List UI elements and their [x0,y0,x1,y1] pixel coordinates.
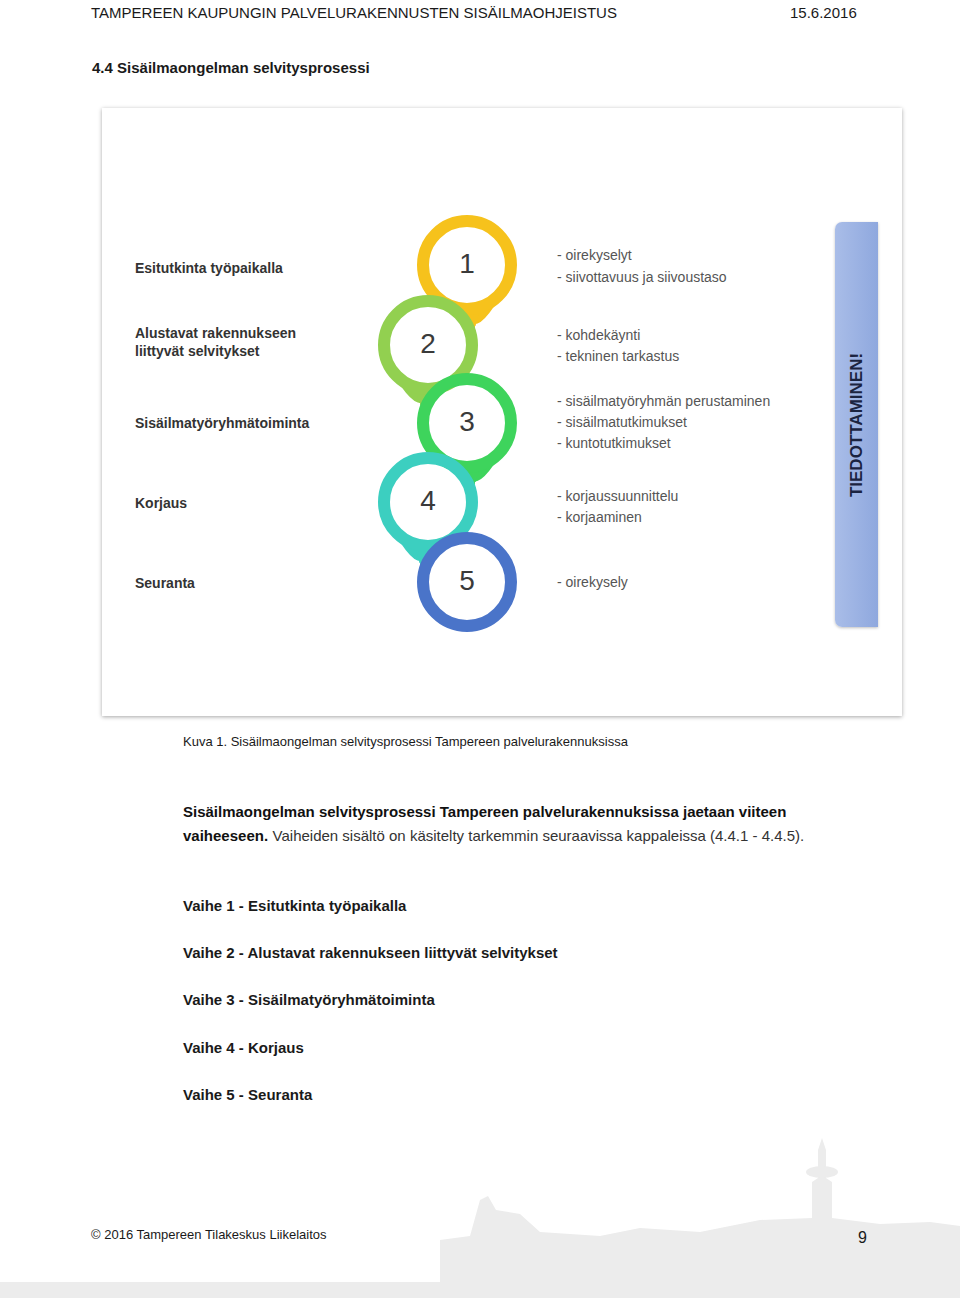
phase-task: - kohdekäynti [557,326,640,344]
phase-line: Vaihe 5 - Seuranta [183,1085,312,1104]
side-bar: TIEDOTTAMINEN! [835,222,878,627]
phase-name: Sisäilmatyöryhmätoiminta [135,414,309,432]
skyline-silhouette [0,1138,960,1298]
phase-task: - korjaaminen [557,508,642,526]
body-sentence: Vaiheiden sisältö on käsitelty tarkemmin… [273,827,805,844]
phase-task: - kuntotutkimukset [557,434,671,452]
phase-task: - oirekyselyt [557,246,632,264]
phase-line: Vaihe 4 - Korjaus [183,1038,304,1057]
phase-task: - tekninen tarkastus [557,347,679,365]
section-title: 4.4 Sisäilmaongelman selvitysprosessi [92,59,370,76]
body-paragraph: Sisäilmaongelman selvitysprosessi Tamper… [183,800,863,848]
phase-task: - siivottavuus ja siivoustaso [557,268,727,286]
bar-text: TIEDOTTAMINEN! [847,352,867,496]
figure-frame [102,108,902,716]
phase-line: Vaihe 3 - Sisäilmatyöryhmätoiminta [183,990,435,1009]
footer-copyright: © 2016 Tampereen Tilakeskus Liikelaitos [91,1226,327,1243]
phase-task: - oirekysely [557,573,628,591]
phase-line: Vaihe 1 - Esitutkinta työpaikalla [183,896,406,915]
page-number: 9 [858,1228,867,1248]
phase-task: - korjaussuunnittelu [557,487,678,505]
phase-task: - sisäilmatyöryhmän perustaminen [557,392,770,410]
header-date: 15.6.2016 [790,3,857,22]
figure-caption: Kuva 1. Sisäilmaongelman selvitysprosess… [183,734,628,749]
phase-name: Korjaus [135,494,187,512]
phase-line: Vaihe 2 - Alustavat rakennukseen liittyv… [183,943,558,962]
step-number: 5 [411,564,523,598]
tower-top [806,1166,838,1178]
step-number: 1 [411,247,523,281]
phase-name: Alustavat rakennukseen liittyvät selvity… [135,324,315,360]
phase-name: Esitutkinta työpaikalla [135,259,283,277]
step-number: 2 [372,327,484,361]
step-circle: 5 [411,526,523,638]
step-number: 4 [372,484,484,518]
phase-task: - sisäilmatutkimukset [557,413,687,431]
city-outline [440,1138,960,1298]
step-number: 3 [411,405,523,439]
phase-name: Seuranta [135,574,195,592]
running-header: TAMPEREEN KAUPUNGIN PALVELURAKENNUSTEN S… [91,3,617,22]
